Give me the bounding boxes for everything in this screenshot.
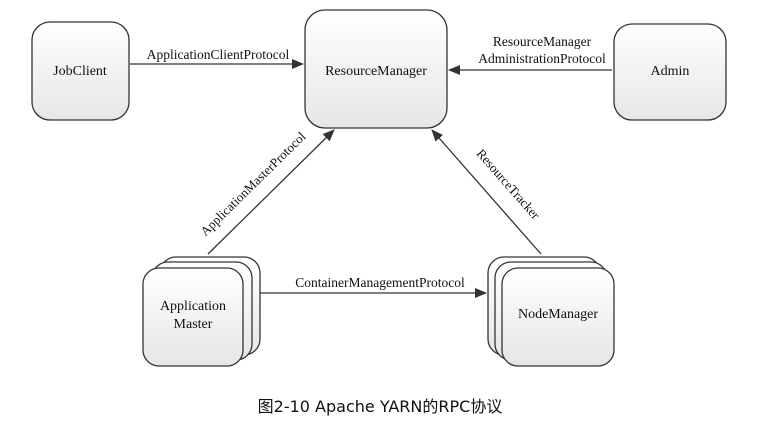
edge-label-admin-protocol-1: ResourceManager bbox=[493, 34, 592, 49]
node-application-master: Application Master bbox=[142, 256, 261, 367]
node-label-admin: Admin bbox=[651, 64, 690, 79]
node-label-nodemanager: NodeManager bbox=[518, 307, 598, 322]
node-nodemanager: NodeManager bbox=[487, 256, 615, 367]
edge-nm-to-rm: ResourceTracker bbox=[431, 129, 544, 255]
edge-master-to-nm: ContainerManagementProtocol bbox=[260, 275, 487, 298]
edge-admin-to-rm: ResourceManager AdministrationProtocol bbox=[448, 34, 612, 75]
edge-label-client-protocol: ApplicationClientProtocol bbox=[147, 47, 290, 62]
node-admin: Admin bbox=[613, 23, 727, 121]
edge-label-resource-tracker: ResourceTracker bbox=[474, 146, 544, 223]
node-label-appmaster-1: Application bbox=[160, 299, 226, 314]
node-label-resourcemanager: ResourceManager bbox=[325, 64, 427, 79]
node-label-appmaster-2: Master bbox=[174, 317, 213, 332]
node-resourcemanager: ResourceManager bbox=[304, 9, 448, 129]
edge-label-admin-protocol-2: AdministrationProtocol bbox=[478, 51, 606, 66]
figure-caption: 图2-10 Apache YARN的RPC协议 bbox=[257, 397, 503, 416]
node-jobclient: JobClient bbox=[31, 21, 130, 121]
edge-label-container-protocol: ContainerManagementProtocol bbox=[295, 275, 465, 290]
node-label-jobclient: JobClient bbox=[53, 64, 107, 79]
edge-master-to-rm: ApplicationMasterProtocol bbox=[197, 129, 335, 255]
edge-client-to-rm: ApplicationClientProtocol bbox=[130, 47, 304, 69]
edge-label-master-protocol: ApplicationMasterProtocol bbox=[197, 129, 309, 239]
